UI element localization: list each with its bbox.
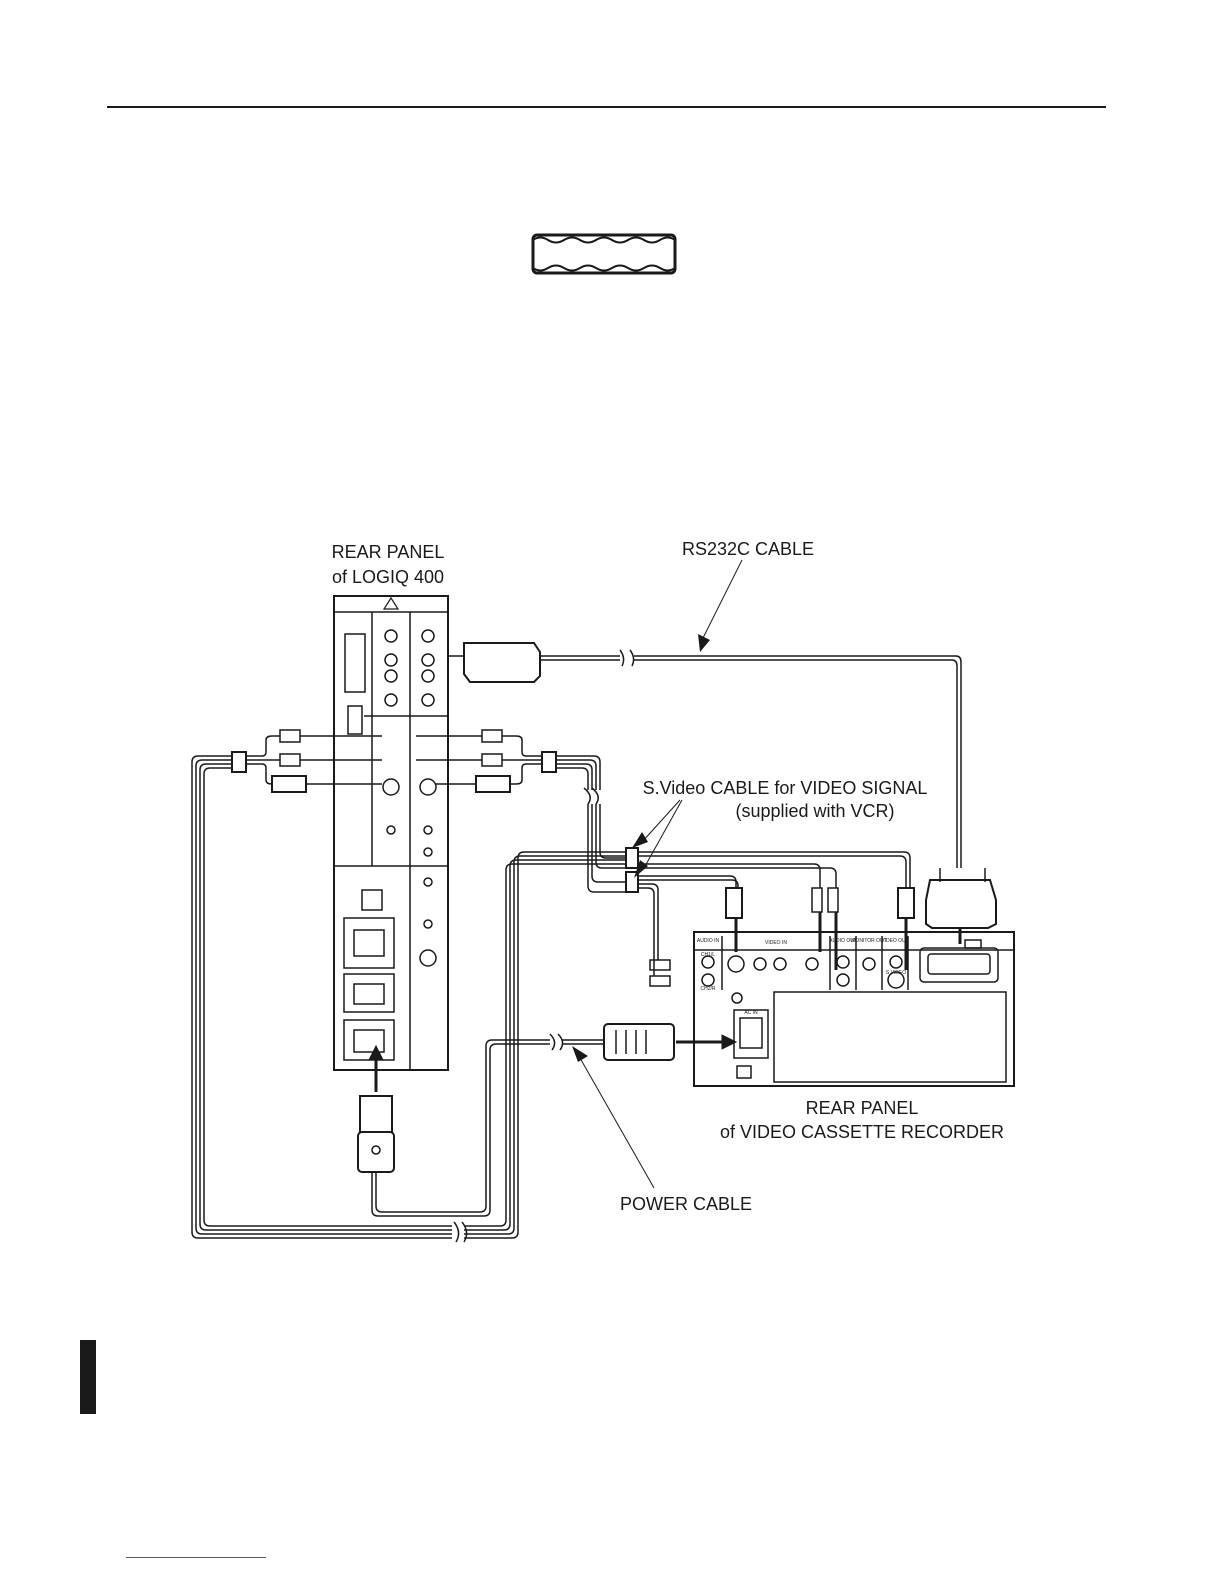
label-rear-panel-logiq-2: of LOGIQ 400 <box>332 567 444 587</box>
video-cable-bundle <box>192 756 910 1242</box>
vcr-label-video-out: VIDEO OUT <box>881 938 909 944</box>
vcr-label-ac-in: AC IN <box>744 1010 758 1016</box>
svideo-leader-1 <box>642 800 680 842</box>
rs232c-logiq-connector <box>464 643 540 682</box>
power-cable <box>372 1034 604 1216</box>
rs232c-vcr-connector <box>926 880 996 928</box>
label-rear-panel-logiq-1: REAR PANEL <box>332 542 445 562</box>
power-leader <box>580 1058 654 1188</box>
vcr-label-video-in: VIDEO IN <box>765 940 787 946</box>
label-power-cable: POWER CABLE <box>620 1194 752 1214</box>
power-plug-vcr <box>604 1024 674 1060</box>
vcr-label-ch2r: CH2/R <box>700 986 715 992</box>
rs232c-leader <box>702 560 742 640</box>
side-tab-marker <box>80 1340 96 1414</box>
label-rear-panel-vcr-2: of VIDEO CASSETTE RECORDER <box>720 1122 1004 1142</box>
bottom-link-rule <box>126 1557 266 1558</box>
vcr-label-ch1l: CH1/L <box>701 952 715 958</box>
vcr-label-s-video: S VIDEO <box>886 970 906 976</box>
vcr-rear-panel <box>694 932 1014 1086</box>
label-svideo-cable-2: (supplied with VCR) <box>735 801 894 821</box>
logiq-rear-panel <box>334 596 448 1070</box>
label-rear-panel-vcr-1: REAR PANEL <box>806 1098 919 1118</box>
label-svideo-cable-1: S.Video CABLE for VIDEO SIGNAL <box>643 778 928 798</box>
label-rs232c-cable: RS232C CABLE <box>682 539 814 559</box>
vcr-label-audio-in: AUDIO IN <box>697 938 720 944</box>
power-plug-logiq <box>360 1096 392 1132</box>
